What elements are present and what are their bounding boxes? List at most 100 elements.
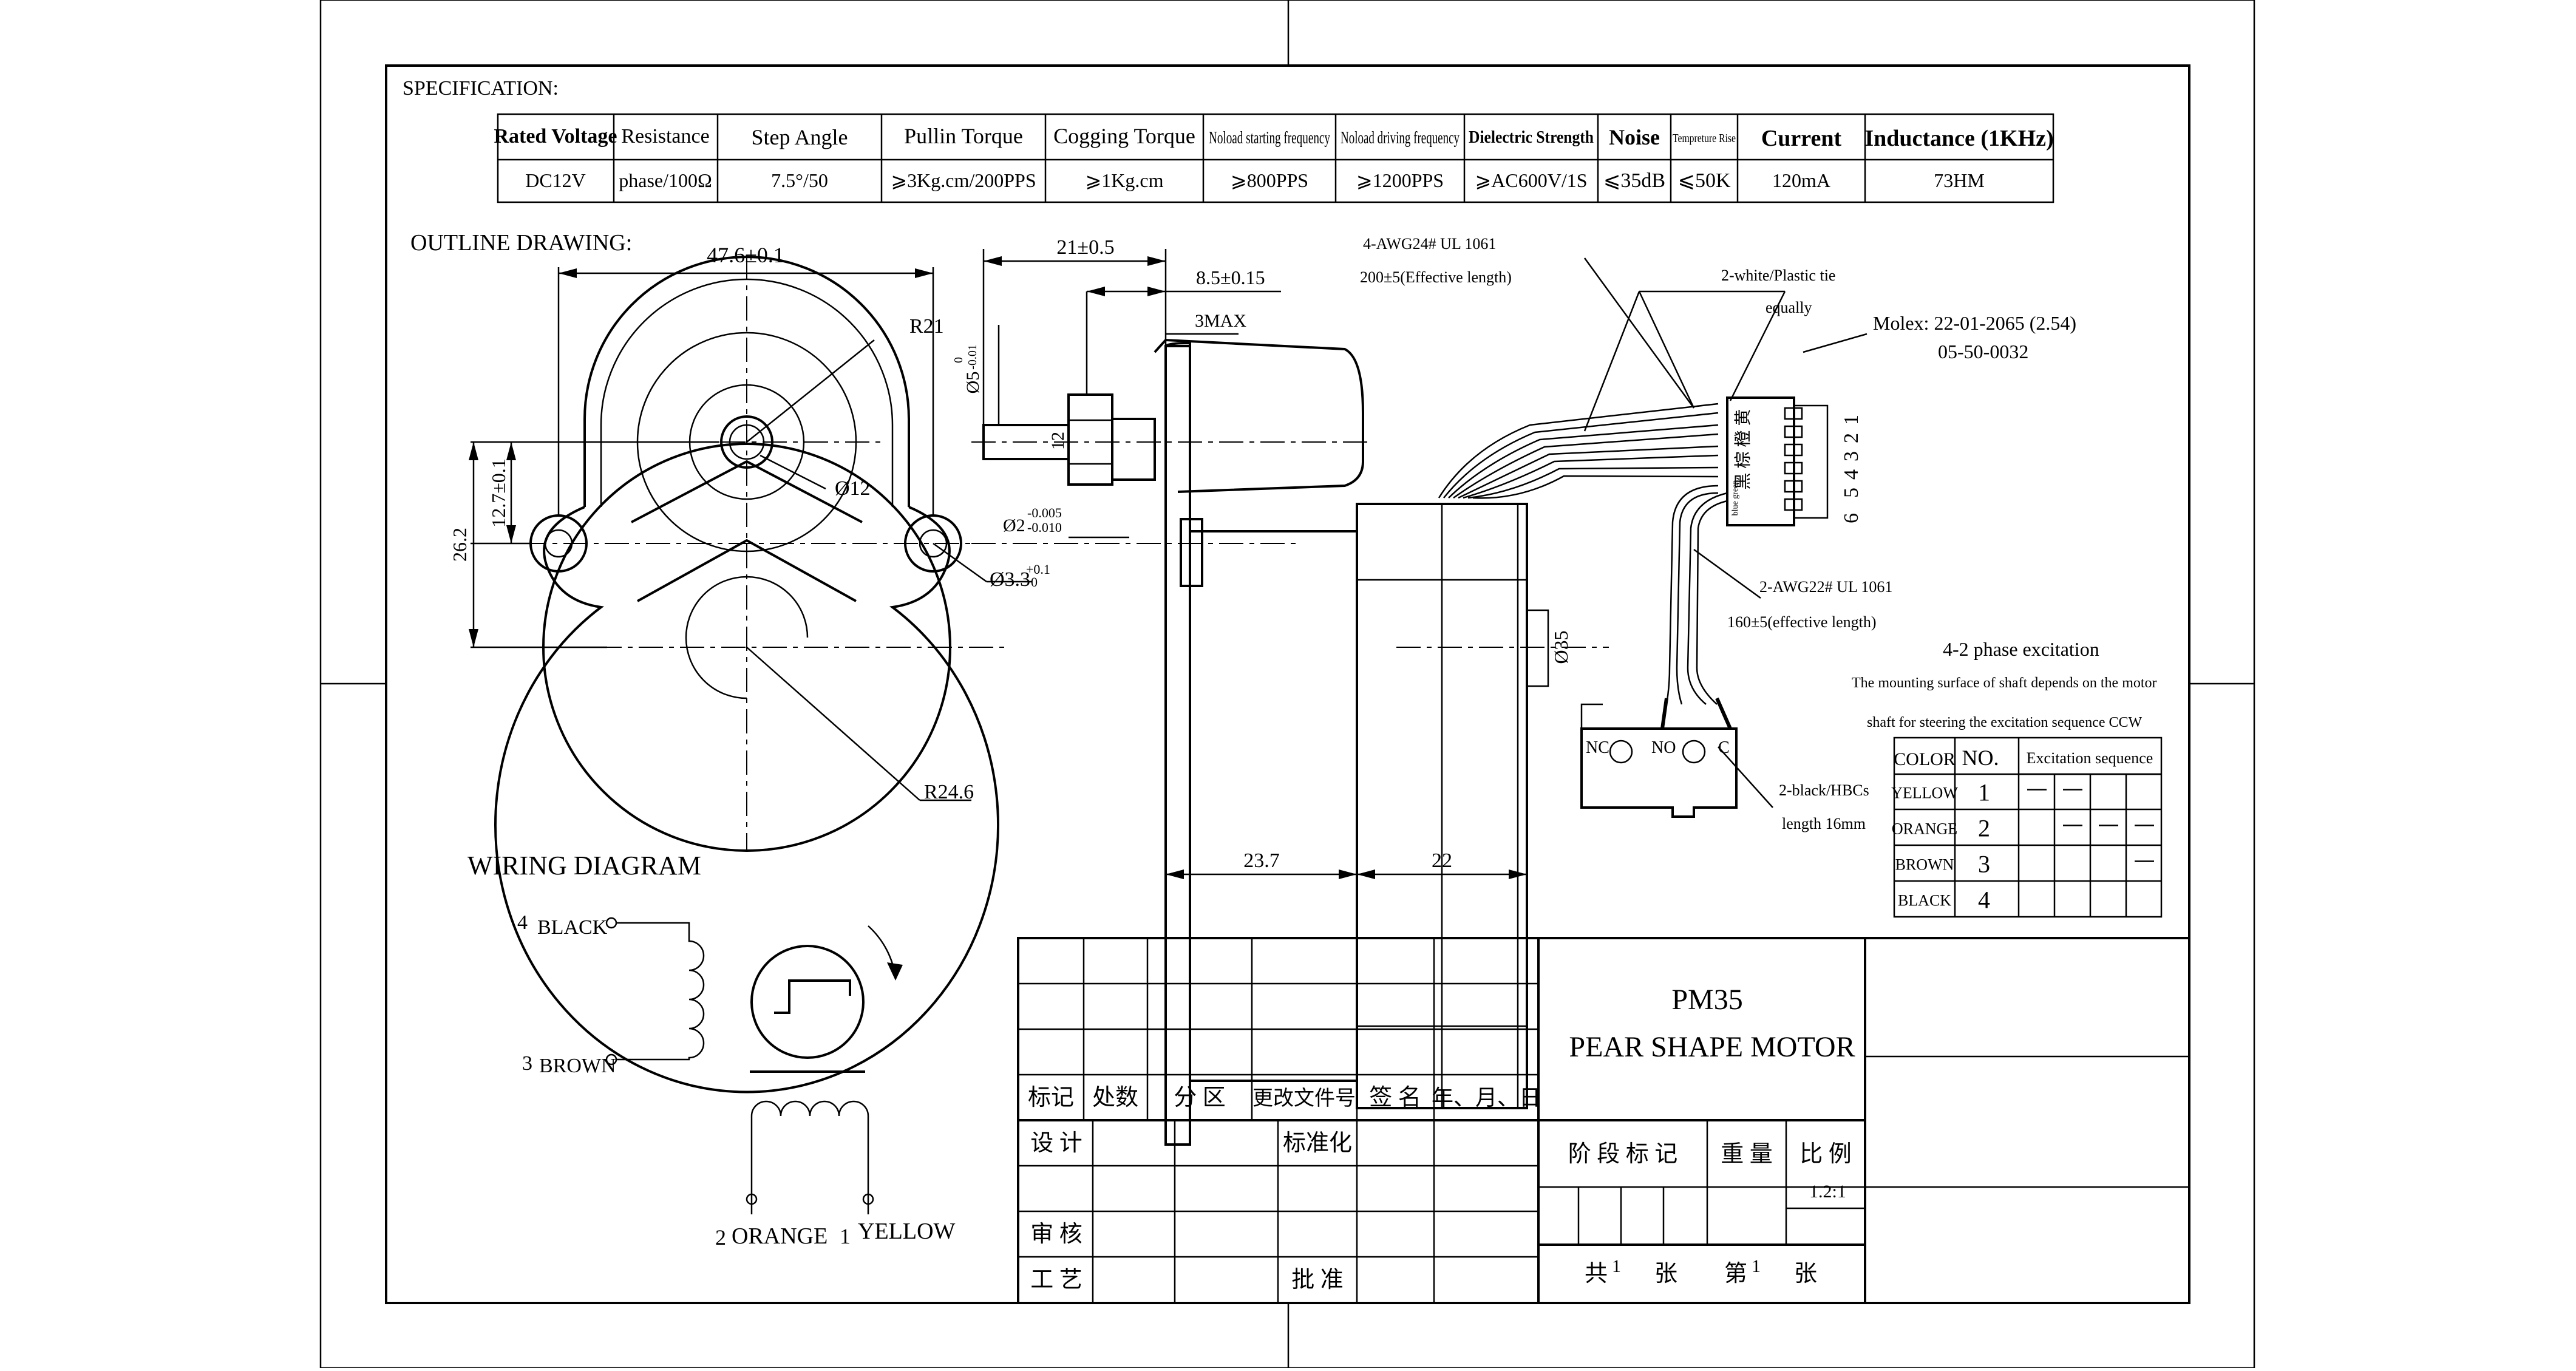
spec-value: phase/100Ω xyxy=(619,169,712,191)
excitation-note-2: shaft for steering the excitation sequen… xyxy=(1867,715,2143,730)
excitation-title: 4-2 phase excitation xyxy=(1943,638,2099,660)
dim-85: 8.5±0.15 xyxy=(1196,267,1265,288)
sheet-total: 1 xyxy=(1612,1256,1621,1276)
switch-nc: NC xyxy=(1586,738,1609,757)
dim-d2-tol-lo: -0.010 xyxy=(1027,520,1062,535)
excitation-header: Excitation sequence xyxy=(2027,749,2153,767)
pin-number: 5 xyxy=(1840,488,1863,498)
excitation-note-1: The mounting surface of shaft depends on… xyxy=(1852,675,2157,691)
label-tie-2: equally xyxy=(1765,299,1812,316)
wiring-diagram: WIRING DIAGRAM 4 BLACK 3 BROWN 2 ORANGE … xyxy=(467,851,956,1250)
wire-brown-label: BROWN xyxy=(539,1055,616,1077)
label-awg22: 2-AWG22# UL 1061 xyxy=(1759,578,1892,596)
excitation-number: 2 xyxy=(1978,815,1990,842)
spec-title: SPECIFICATION: xyxy=(403,77,559,100)
spec-header: Dielectric Strength xyxy=(1469,128,1594,147)
dim-22: 22 xyxy=(1432,849,1452,872)
spec-header: Rated Voltage xyxy=(494,125,617,148)
label-len200: 200±5(Effective length) xyxy=(1360,268,1512,286)
label-awg24: 4-AWG24# UL 1061 xyxy=(1363,235,1496,253)
spec-header: Step Angle xyxy=(752,125,848,149)
excitation-section: 4-2 phase excitation The mounting surfac… xyxy=(1852,638,2163,918)
stage-header: 比 例 xyxy=(1799,1141,1852,1167)
excitation-header: NO. xyxy=(1962,746,1999,770)
dim-hole: Ø3.3 xyxy=(990,568,1030,591)
dim-h262: 26.2 xyxy=(449,528,471,562)
spec-header: Current xyxy=(1761,126,1842,151)
spec-value: 7.5°/50 xyxy=(771,169,828,191)
label-molex-2: 05-50-0032 xyxy=(1938,341,2028,362)
design-label: 设 计 xyxy=(1030,1131,1082,1156)
spec-header: Inductance (1KHz) xyxy=(1864,126,2053,151)
specification-section: SPECIFICATION: Rated Voltage Resistance … xyxy=(403,77,2054,203)
part-number: PM35 xyxy=(1671,984,1742,1016)
dim-d12: Ø12 xyxy=(835,477,871,500)
pin-number: 1 xyxy=(1840,415,1863,425)
review-label: 审 核 xyxy=(1030,1222,1082,1247)
connector-label: 黑 棕 橙 黄 xyxy=(1733,409,1753,489)
dim-r246: R24.6 xyxy=(924,781,974,803)
dim-d2-tol-hi: -0.005 xyxy=(1027,505,1062,520)
label-hbcs-len: length 16mm xyxy=(1782,815,1866,832)
spec-header: Noise xyxy=(1609,125,1660,149)
side-view: 21±0.5 8.5±0.15 3MAX Ø5 0 -0.01 12 Ø2 -0… xyxy=(952,236,1609,1146)
wire-harness: 黑 棕 橙 黄 blue green 6 5 4 3 2 1 4-AWG24# … xyxy=(1360,235,2076,832)
dim-12: 12 xyxy=(1048,432,1068,450)
standard-label: 标准化 xyxy=(1283,1131,1352,1156)
spec-value: ⩾AC600V/1S xyxy=(1475,169,1587,191)
pin-number: 4 xyxy=(1840,469,1863,480)
scale-value: 1.2:1 xyxy=(1809,1182,1846,1202)
spec-value: 120mA xyxy=(1772,169,1830,191)
spec-header: Noload starting frequency xyxy=(1209,129,1330,148)
sheet-total-label: 共 xyxy=(1585,1261,1608,1287)
excitation-color: BLACK xyxy=(1898,892,1951,910)
switch-c: C xyxy=(1718,738,1730,757)
pin-number: 2 xyxy=(1840,433,1863,443)
excitation-color: YELLOW xyxy=(1891,784,1958,802)
dim-21: 21±0.5 xyxy=(1056,236,1114,259)
dim-shaft-tol-lo: -0.01 xyxy=(966,344,979,370)
spec-value: ⩽50K xyxy=(1677,169,1730,192)
spec-value: ⩾1200PPS xyxy=(1356,169,1444,191)
dim-3max: 3MAX xyxy=(1195,311,1246,331)
spec-value: ⩽35dB xyxy=(1603,169,1665,192)
spec-header: Tempreture Rise xyxy=(1673,132,1736,145)
spec-header: Cogging Torque xyxy=(1053,124,1195,148)
spec-table: Rated Voltage Resistance Step Angle Pull… xyxy=(494,113,2054,203)
dim-shaft-tol-hi: 0 xyxy=(952,357,965,363)
wire-4-number: 4 xyxy=(517,911,528,934)
outline-title: OUTLINE DRAWING: xyxy=(410,230,632,256)
spec-header: Pullin Torque xyxy=(904,124,1023,148)
title-block: 标记 处数 分 区 更改文件号 签 名 年、月、日 设 计 标准化 审 核 工 … xyxy=(1017,937,2190,1304)
dim-h127: 12.7±0.1 xyxy=(488,458,509,528)
part-name: PEAR SHAPE MOTOR xyxy=(1569,1031,1855,1063)
label-hbcs: 2-black/HBCs xyxy=(1779,781,1869,799)
rev-header: 处数 xyxy=(1092,1085,1138,1111)
stage-header: 阶 段 标 记 xyxy=(1568,1141,1678,1167)
label-tie: 2-white/Plastic tie xyxy=(1721,267,1835,284)
dim-width: 47.6±0.1 xyxy=(707,243,784,267)
sheet-no: 1 xyxy=(1752,1256,1761,1276)
dim-hole-tol-lo: 0 xyxy=(1031,574,1038,590)
spec-value: 73HM xyxy=(1934,169,1985,191)
front-view: 47.6±0.1 R21 Ø12 12.7±0.1 26.2 Ø3.3 +0.1… xyxy=(449,243,1050,1094)
dim-hole-tol: +0.1 xyxy=(1026,562,1050,577)
dim-d2: Ø2 xyxy=(1003,515,1025,536)
spec-value: ⩾800PPS xyxy=(1231,169,1308,191)
label-molex-1: Molex: 22-01-2065 (2.54) xyxy=(1873,312,2076,334)
sheet-unit: 张 xyxy=(1654,1261,1677,1287)
excitation-number: 4 xyxy=(1978,886,1990,914)
label-len160: 160±5(effective length) xyxy=(1727,613,1877,631)
pin-number: 6 xyxy=(1840,513,1863,523)
approve-label: 批 准 xyxy=(1291,1267,1344,1293)
pin-number: 3 xyxy=(1840,451,1863,461)
rev-header: 分 区 xyxy=(1174,1085,1226,1111)
spec-value: ⩾1Kg.cm xyxy=(1085,169,1163,191)
excitation-number: 3 xyxy=(1978,851,1990,878)
sheet-no-label: 第 xyxy=(1724,1261,1747,1287)
stage-header: 重 量 xyxy=(1721,1141,1773,1167)
sheet-unit-2: 张 xyxy=(1794,1261,1817,1287)
